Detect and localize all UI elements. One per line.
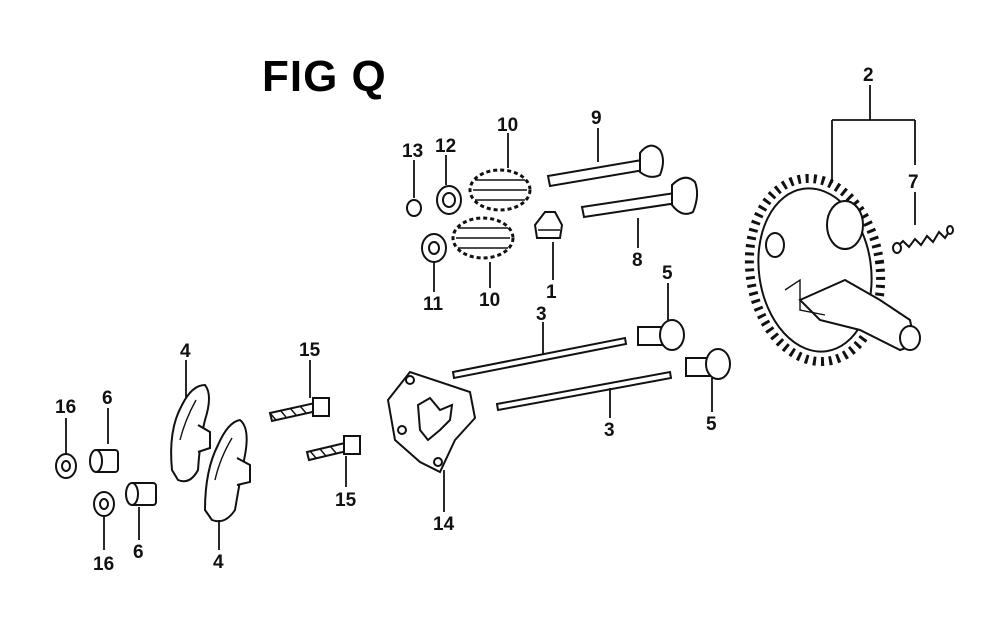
intake-valve-icon	[580, 176, 699, 219]
push-rod-icon	[451, 336, 628, 380]
callout-label: 9	[591, 108, 602, 129]
callout-label: 6	[133, 542, 144, 563]
callout-label: 3	[536, 304, 547, 325]
callout-label: 14	[433, 514, 455, 535]
nut-icon	[55, 453, 77, 479]
callout-label: 1	[546, 282, 557, 303]
valve-lifter-icon	[685, 348, 731, 380]
callout-label: 2	[863, 65, 874, 86]
camshaft-gear-icon	[744, 173, 921, 367]
callout-label: 13	[402, 141, 423, 162]
callout-label: 11	[423, 294, 444, 315]
rocker-arm-icon	[170, 383, 211, 483]
callout-label: 7	[908, 172, 919, 193]
callout-label: 4	[180, 341, 191, 362]
callout-label: 16	[55, 397, 76, 418]
valve-spring-icon	[468, 168, 532, 212]
callout-label: 16	[93, 554, 114, 575]
callout-label: 3	[604, 420, 615, 441]
figure-title: FIG Q	[262, 52, 387, 101]
valve-lifter-icon	[637, 319, 685, 351]
callout-label: 6	[102, 388, 113, 409]
push-rod-icon	[495, 370, 673, 412]
spring-retainer-icon	[421, 233, 447, 263]
callout-label: 15	[299, 340, 321, 361]
callout-label: 10	[497, 115, 518, 136]
nut-icon	[93, 491, 115, 517]
valve-cap-icon	[406, 199, 422, 217]
callout-label: 5	[706, 414, 717, 435]
pivot-bolt-icon	[305, 435, 361, 462]
valve-stem-seal-icon	[533, 211, 564, 239]
valve-spring-icon	[451, 216, 515, 260]
callout-label: 12	[435, 136, 456, 157]
push-rod-guide-plate-icon	[386, 370, 477, 474]
callout-label: 4	[213, 552, 224, 573]
pivot-bolt-icon	[268, 397, 330, 423]
spring-retainer-icon	[436, 185, 462, 215]
pivot-bushing-icon	[125, 482, 157, 506]
callout-label: 8	[632, 250, 643, 271]
rocker-arm-icon	[203, 418, 251, 523]
exhaust-valve-icon	[546, 144, 664, 188]
spring-icon	[892, 225, 954, 254]
callout-label: 15	[335, 490, 357, 511]
pivot-bushing-icon	[89, 449, 119, 473]
callout-label: 5	[662, 263, 673, 284]
callout-label: 10	[479, 290, 500, 311]
